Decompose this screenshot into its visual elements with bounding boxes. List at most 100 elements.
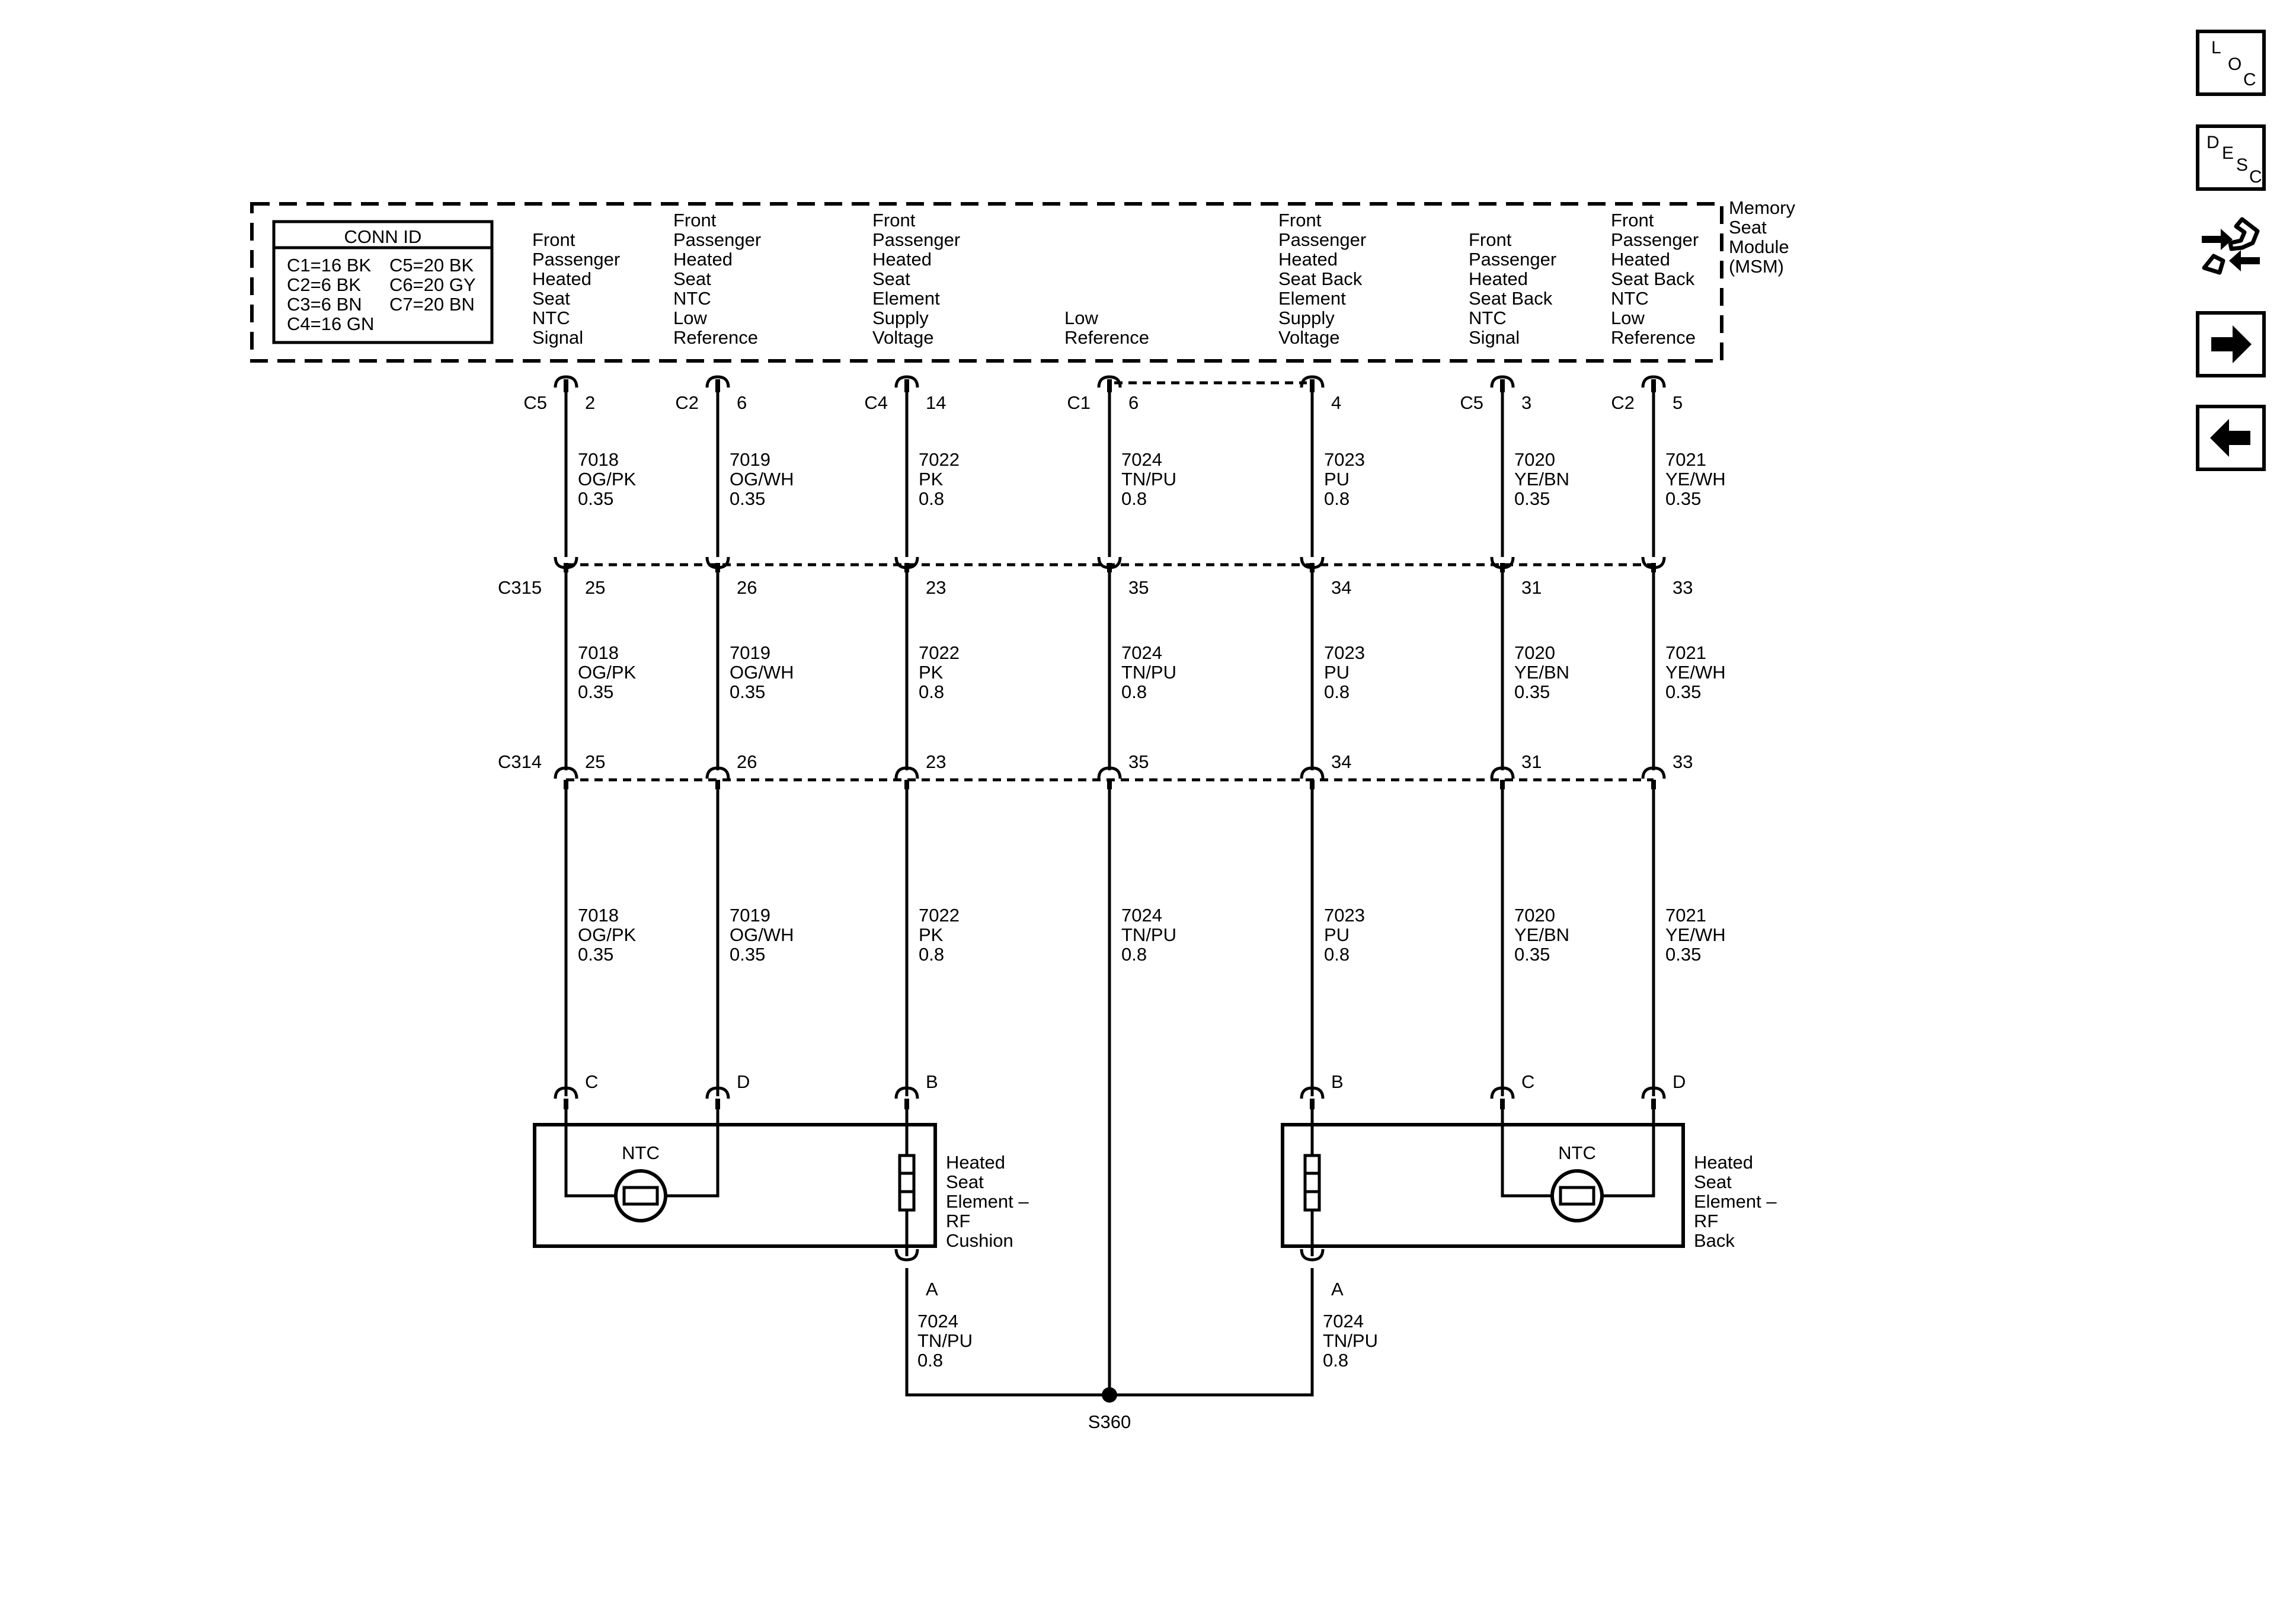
circuit-function-label: NTC xyxy=(532,308,570,328)
wire-color: YE/BN xyxy=(1514,469,1569,489)
module-pin-number: 14 xyxy=(926,392,946,413)
terminal-pin xyxy=(564,379,568,392)
circuit-function-label: Front xyxy=(1469,229,1512,250)
module-connector-id: C5 xyxy=(523,392,547,413)
wire-circuit-number: 7024 xyxy=(1121,449,1162,470)
wire-circuit-number: 7021 xyxy=(1665,905,1706,926)
splice-s360-label: S360 xyxy=(1088,1411,1131,1432)
wire-circuit-number: 7023 xyxy=(1324,449,1365,470)
circuit-function-label: Front xyxy=(872,210,916,231)
terminal-pin xyxy=(904,1099,909,1109)
wire-color: YE/BN xyxy=(1514,662,1569,683)
circuit-function-label: Heated xyxy=(1611,249,1670,270)
circuit-function-label: Reference xyxy=(1064,327,1149,348)
module-connector-id: C2 xyxy=(1611,392,1635,413)
wire-color: YE/WH xyxy=(1665,924,1726,945)
c314-label: C314 xyxy=(498,751,542,772)
circuit-function-label: Voltage xyxy=(1278,327,1339,348)
circuit-function-label: Seat xyxy=(673,268,711,289)
next-button[interactable] xyxy=(2196,311,2266,377)
memory-seat-module-outline xyxy=(250,202,1723,363)
circuit-function-label: Passenger xyxy=(872,229,960,250)
wire-circuit-number: 7019 xyxy=(730,449,770,470)
next-arrow-icon xyxy=(2211,325,2252,363)
ground-wire-size: 0.8 xyxy=(1323,1350,1348,1371)
connector-end-view-icon xyxy=(2202,217,2260,275)
splice-s360-dot xyxy=(1102,1387,1117,1403)
component-terminal-symbol xyxy=(1490,1086,1515,1099)
module-pin-number: 6 xyxy=(737,392,747,413)
component-pin-letter: D xyxy=(737,1071,750,1092)
c315-pin-number: 25 xyxy=(585,577,605,598)
wire-size: 0.8 xyxy=(1324,944,1350,965)
wire-color: OG/WH xyxy=(730,662,794,683)
c314-pin-number: 23 xyxy=(926,751,946,772)
module-pin-number: 6 xyxy=(1128,392,1139,413)
circuit-function-label: NTC xyxy=(673,288,711,309)
wire-color: OG/PK xyxy=(578,662,637,683)
ntc-wire xyxy=(564,1108,616,1198)
wire-size: 0.35 xyxy=(1514,488,1550,509)
wire-circuit-number: 7019 xyxy=(730,642,770,663)
wire-size: 0.8 xyxy=(1121,681,1147,702)
terminal-pin xyxy=(1310,379,1315,392)
ground-wire-size: 0.8 xyxy=(917,1350,943,1371)
module-connector-id: C2 xyxy=(675,392,699,413)
back-component-name: RF xyxy=(1694,1211,1718,1231)
wire-circuit-number: 7019 xyxy=(730,905,770,926)
wire-circuit-number: 7023 xyxy=(1324,905,1365,926)
back-heating-element-icon xyxy=(1303,1154,1321,1212)
terminal-pin xyxy=(715,563,720,572)
desc-letter-d: D xyxy=(2207,133,2220,152)
rf-back-element-box xyxy=(1281,1123,1685,1248)
module-connector-id: C1 xyxy=(1067,392,1091,413)
ntc-wire xyxy=(665,1108,720,1198)
module-connector-symbol xyxy=(705,375,730,388)
wire-size: 0.35 xyxy=(1514,944,1550,965)
circuit-function-label: Voltage xyxy=(872,327,933,348)
c314-pin-number: 34 xyxy=(1331,751,1351,772)
component-terminal-symbol xyxy=(554,1086,578,1099)
circuit-7019: FrontPassengerHeatedSeatNTCLowReferenceC… xyxy=(673,210,794,1109)
circuit-function-label: Seat xyxy=(872,268,910,289)
loc-button[interactable]: L O C xyxy=(2196,30,2266,96)
wire-circuit-number: 7021 xyxy=(1665,449,1706,470)
c315-pin-number: 31 xyxy=(1521,577,1542,598)
module-pin-number: 2 xyxy=(585,392,595,413)
component-pin-letter: D xyxy=(1673,1071,1686,1092)
terminal-pin xyxy=(904,780,909,789)
wire-color: TN/PU xyxy=(1121,662,1176,683)
terminal-pin xyxy=(1310,563,1315,572)
wire-color: PU xyxy=(1324,662,1350,683)
wire-color: PK xyxy=(919,924,944,945)
component-pin-letter: B xyxy=(1331,1071,1344,1092)
circuit-function-label: Front xyxy=(1611,210,1654,231)
wire-size: 0.35 xyxy=(1665,488,1701,509)
connector-end-view-button[interactable] xyxy=(2196,213,2266,280)
ground-terminal-symbol xyxy=(894,1249,919,1262)
ground-wire-circuit: 7024 xyxy=(917,1311,958,1331)
wire-size: 0.35 xyxy=(1665,944,1701,965)
module-connector-id: C4 xyxy=(864,392,888,413)
wire-size: 0.35 xyxy=(730,488,765,509)
wire-size: 0.8 xyxy=(1324,488,1350,509)
previous-button[interactable] xyxy=(2196,405,2266,471)
wire-size: 0.8 xyxy=(1324,681,1350,702)
c314-terminal-symbol xyxy=(705,766,730,779)
loc-letter-l: L xyxy=(2211,38,2221,57)
desc-button[interactable]: D E S C xyxy=(2196,124,2266,191)
circuit-function-label: Heated xyxy=(1278,249,1338,270)
circuit-function-label: Seat xyxy=(532,288,570,309)
module-pin-number: 5 xyxy=(1673,392,1683,413)
circuit-function-label: Front xyxy=(673,210,717,231)
circuit-function-label: Low xyxy=(1611,308,1645,328)
wire-color: PK xyxy=(919,469,944,489)
c315-pin-number: 23 xyxy=(926,577,946,598)
terminal-pin xyxy=(1310,780,1315,789)
terminal-pin xyxy=(1500,379,1505,392)
